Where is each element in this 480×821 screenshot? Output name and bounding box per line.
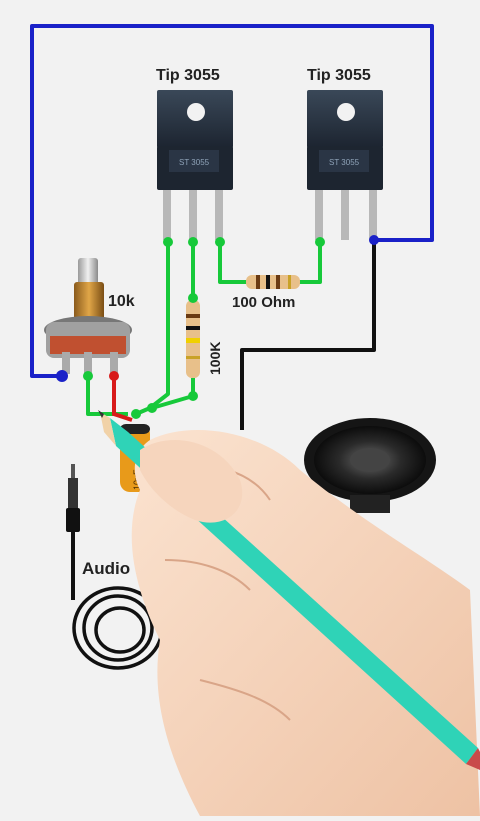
red-wire [112,375,133,422]
transistor-right-label: Tip 3055 [307,67,371,84]
resistor-horizontal: 100 Ohm [232,275,300,311]
audio-input-label: Audio in [82,559,150,578]
black-wire [240,240,376,430]
audio-jack [66,464,80,600]
potentiometer-label: 10k [108,293,135,310]
resistor-vertical: 100K [186,300,223,378]
svg-text:ST 3055: ST 3055 [329,158,360,167]
transistor-right: ST 3055 Tip 3055 [307,67,383,240]
resistor-horizontal-label: 100 Ohm [232,294,295,311]
junction-dots [56,235,379,419]
speaker [304,418,436,513]
hand-with-pencil [98,410,480,816]
blue-wire [30,24,434,378]
resistor-vertical-label: 100K [207,342,223,375]
transistor-left: ST 3055 Tip 3055 [156,67,233,240]
potentiometer: 10k [44,258,135,374]
svg-text:ST 3055: ST 3055 [179,158,210,167]
transistor-left-label: Tip 3055 [156,67,220,84]
green-wire [86,240,322,416]
